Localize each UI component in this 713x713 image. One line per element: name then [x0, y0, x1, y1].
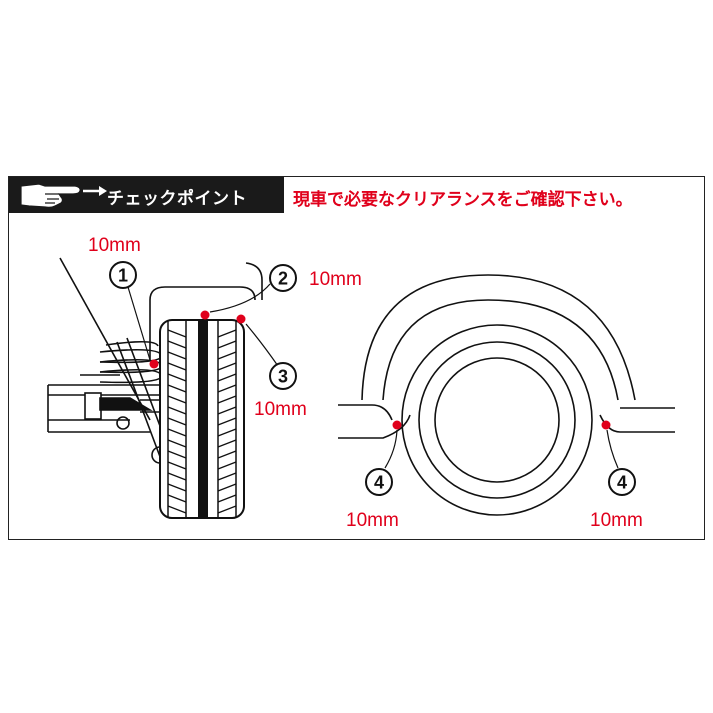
measurement-dot-1 — [149, 359, 159, 369]
tread-mark — [167, 472, 237, 481]
measurement-dot-2 — [200, 310, 210, 320]
point-marker-1: 1 — [109, 261, 137, 289]
tread-mark — [167, 461, 237, 470]
measurement-dot-3 — [236, 314, 246, 324]
tread-mark — [167, 417, 237, 426]
clearance-label-3: 10mm — [254, 399, 307, 420]
point-marker-3: 3 — [269, 362, 297, 390]
point-marker-4a: 4 — [365, 468, 393, 496]
clearance-note: 現車で必要なクリアランスをご確認下さい。 — [293, 190, 633, 210]
pointing-hand-icon — [20, 183, 107, 208]
point-number-3: 3 — [278, 367, 288, 387]
measurement-dot-4a — [392, 420, 402, 430]
tread-mark — [167, 483, 237, 492]
tread-mark — [167, 439, 237, 448]
point-number-1: 1 — [118, 266, 128, 286]
point-marker-4b: 4 — [608, 468, 636, 496]
clearance-label-1: 10mm — [88, 235, 141, 256]
point-number-4a: 4 — [374, 473, 384, 493]
tread-mark — [167, 450, 237, 459]
point-markers: 1 2 3 4 4 — [109, 261, 636, 496]
measurement-dot-4b — [601, 420, 611, 430]
point-number-2: 2 — [278, 269, 288, 289]
tread-mark — [167, 362, 237, 371]
clearance-labels: 10mm 10mm 10mm 10mm 10mm — [88, 235, 643, 531]
tread-mark — [167, 329, 237, 338]
header-bar: チェックポイント — [9, 177, 284, 213]
tread-mark — [167, 395, 237, 404]
tread-mark — [167, 373, 237, 382]
tread-mark — [167, 428, 237, 437]
fender-front-view — [338, 274, 675, 516]
tread-mark — [167, 494, 237, 503]
clearance-label-4b: 10mm — [590, 510, 643, 531]
measurement-dots — [149, 310, 611, 430]
point-number-4b: 4 — [617, 473, 627, 493]
tread-mark — [167, 351, 237, 360]
tread-mark — [167, 384, 237, 393]
leader-lines — [127, 283, 619, 469]
tire-side-view — [159, 319, 245, 519]
tread-mark — [167, 505, 237, 514]
clearance-label-4a: 10mm — [346, 510, 399, 531]
tread-mark — [167, 340, 237, 349]
diagram-frame: チェックポイント 現車で必要なクリアランスをご確認下さい。 — [8, 176, 705, 540]
header-title: チェックポイント — [107, 189, 247, 209]
clearance-label-2: 10mm — [309, 269, 362, 290]
point-marker-2: 2 — [269, 264, 297, 292]
tread-mark — [167, 406, 237, 415]
